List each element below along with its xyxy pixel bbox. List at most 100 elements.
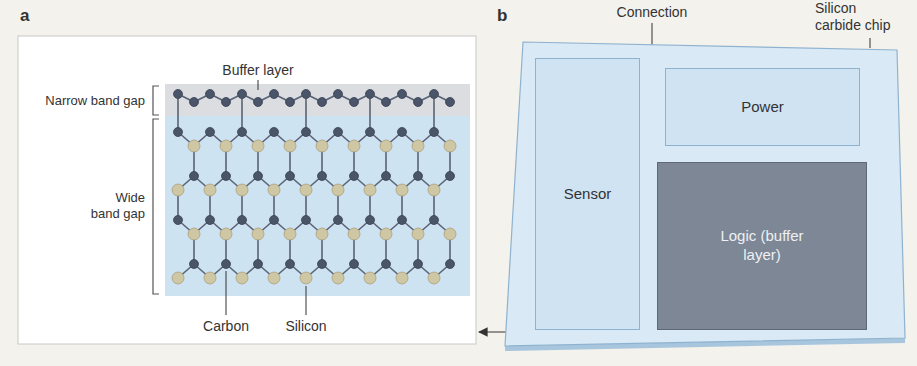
- carbon-atom: [174, 128, 183, 137]
- power-block: Power: [665, 68, 860, 146]
- leader-line: [870, 38, 871, 48]
- block-label: Sensor: [564, 185, 612, 204]
- silicon-atom: [412, 228, 424, 240]
- carbon-atom: [318, 98, 327, 107]
- silicon-atom: [396, 272, 408, 284]
- carbon-atom: [270, 90, 279, 99]
- callout-label: Carbon: [191, 318, 261, 335]
- carbon-atom: [414, 260, 423, 269]
- carbon-atom: [206, 128, 215, 137]
- carbon-atom: [270, 216, 279, 225]
- silicon-atom: [252, 140, 264, 152]
- leader-line: [226, 271, 227, 315]
- silicon-atom: [428, 184, 440, 196]
- silicon-atom: [348, 140, 360, 152]
- carbon-atom: [366, 216, 375, 225]
- callout-label: Narrow band gap: [25, 93, 145, 109]
- silicon-atom: [236, 184, 248, 196]
- bracket: [153, 119, 159, 294]
- carbon-atom: [286, 98, 295, 107]
- carbon-atom: [254, 172, 263, 181]
- chip-heading: Silicon carbide chip: [815, 0, 905, 34]
- carbon-atom: [238, 90, 247, 99]
- block-label: Power: [741, 98, 784, 117]
- silicon-atom: [252, 228, 264, 240]
- silicon-atom: [172, 184, 184, 196]
- carbon-atom: [350, 172, 359, 181]
- sensor-block: Sensor: [535, 58, 640, 330]
- carbon-atom: [286, 172, 295, 181]
- silicon-atom: [316, 228, 328, 240]
- silicon-atom: [284, 140, 296, 152]
- silicon-atom: [268, 184, 280, 196]
- carbon-atom: [222, 98, 231, 107]
- silicon-atom: [380, 228, 392, 240]
- silicon-atom: [220, 140, 232, 152]
- panel-frame: [18, 36, 476, 344]
- carbon-atom: [398, 128, 407, 137]
- carbon-atom: [238, 128, 247, 137]
- carbon-atom: [174, 90, 183, 99]
- carbon-atom: [334, 90, 343, 99]
- silicon-atom: [396, 184, 408, 196]
- carbon-atom: [382, 172, 391, 181]
- carbon-atom: [446, 172, 455, 181]
- carbon-atom: [430, 128, 439, 137]
- carbon-atom: [398, 216, 407, 225]
- carbon-atom: [190, 172, 199, 181]
- callout-label: Silicon: [271, 318, 341, 335]
- carbon-atom: [222, 172, 231, 181]
- silicon-atom: [188, 228, 200, 240]
- silicon-atom: [444, 228, 456, 240]
- carbon-atom: [190, 98, 199, 107]
- callout-label: Buffer layer: [208, 62, 308, 79]
- silicon-atom: [284, 228, 296, 240]
- carbon-atom: [446, 98, 455, 107]
- bond: [433, 94, 435, 132]
- leader-line: [306, 286, 307, 315]
- silicon-atom: [236, 272, 248, 284]
- leader-line: [258, 80, 259, 90]
- carbon-atom: [334, 216, 343, 225]
- carbon-atom: [222, 260, 231, 269]
- carbon-atom: [430, 90, 439, 99]
- panel-letter: a: [20, 6, 40, 26]
- silicon-atom: [428, 272, 440, 284]
- carbon-atom: [318, 260, 327, 269]
- silicon-atom: [172, 272, 184, 284]
- bond: [177, 94, 179, 132]
- carbon-atom: [366, 128, 375, 137]
- carbon-atom: [430, 216, 439, 225]
- silicon-atom: [220, 228, 232, 240]
- silicon-atom: [300, 272, 312, 284]
- carbon-atom: [414, 172, 423, 181]
- silicon-atom: [188, 140, 200, 152]
- carbon-atom: [446, 260, 455, 269]
- silicon-atom: [380, 140, 392, 152]
- silicon-atom: [268, 272, 280, 284]
- carbon-atom: [254, 260, 263, 269]
- silicon-atom: [204, 272, 216, 284]
- silicon-atom: [364, 272, 376, 284]
- bond: [241, 94, 243, 132]
- buffer-band: [165, 84, 470, 116]
- silicon-atom: [204, 184, 216, 196]
- carbon-atom: [302, 90, 311, 99]
- carbon-atom: [206, 90, 215, 99]
- carbon-atom: [366, 90, 375, 99]
- silicon-atom: [348, 228, 360, 240]
- bracket: [153, 86, 159, 115]
- carbon-atom: [318, 172, 327, 181]
- logic-block: Logic (buffer layer): [657, 162, 867, 330]
- carbon-atom: [414, 98, 423, 107]
- silicon-atom: [364, 184, 376, 196]
- chip-outline: Silicon carbide chipSensorPowerLogic (bu…: [505, 42, 905, 346]
- carbon-atom: [350, 260, 359, 269]
- carbon-atom: [334, 128, 343, 137]
- carbon-atom: [174, 216, 183, 225]
- silicon-atom: [316, 140, 328, 152]
- silicon-atom: [412, 140, 424, 152]
- carbon-atom: [238, 216, 247, 225]
- chip-surface: [505, 42, 905, 346]
